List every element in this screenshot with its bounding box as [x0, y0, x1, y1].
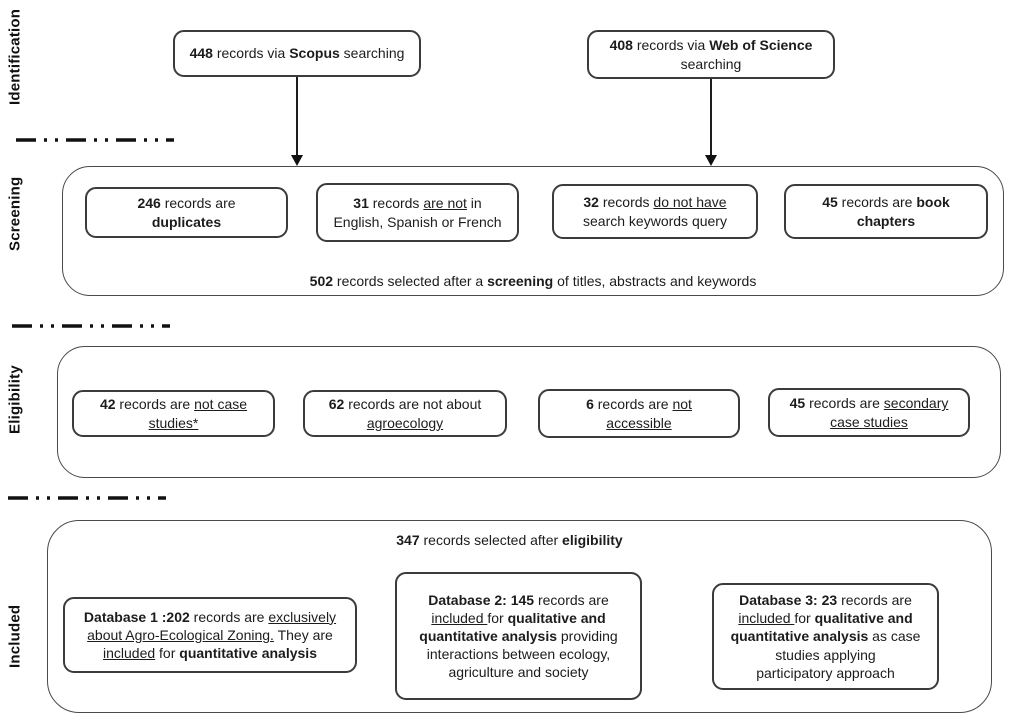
arrow-down-icon	[705, 155, 717, 166]
arrow-down-icon	[291, 155, 303, 166]
stage-label-screening: Screening	[6, 176, 24, 252]
stage-divider-2	[12, 324, 170, 328]
stage-label-included: Included	[6, 604, 24, 668]
scopus-records-box: 448 records via Scopus searching	[173, 30, 421, 77]
stage-divider-3	[8, 496, 166, 500]
screening-summary: 502 records selected after a screening o…	[309, 273, 757, 289]
flow-line-scopus	[296, 77, 298, 156]
stage-label-eligibility: Eligibility	[6, 365, 24, 435]
flow-line-web-of-science	[710, 79, 712, 156]
stage-label-identification: Identification	[6, 8, 24, 106]
included-summary: 347 records selected after eligibility	[396, 532, 623, 548]
stage-divider-1	[16, 138, 174, 142]
